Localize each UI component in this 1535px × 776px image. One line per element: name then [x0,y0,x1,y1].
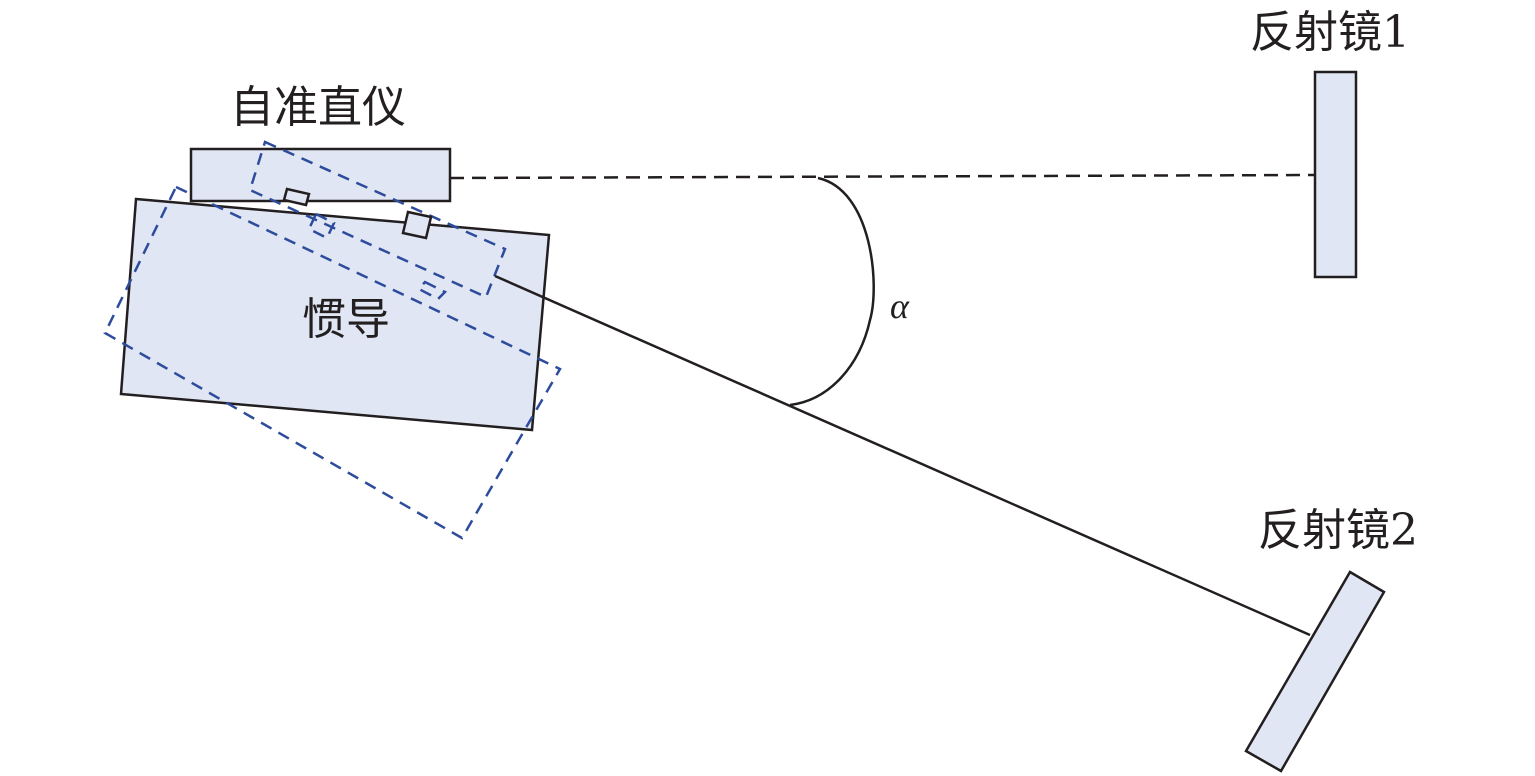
beam-to-mirror1 [449,173,1316,180]
mirror1 [1313,70,1358,279]
angle-arc [789,176,875,407]
angle-label: α [890,286,910,326]
autocollimator-label: 自准直仪 [230,82,406,133]
mirror2 [1244,570,1386,773]
mount-tab-autocollimator [282,187,311,207]
autocollimator-rotated-outline [248,140,507,299]
ins-label: 惯导 [302,294,390,345]
mirror1-label: 反射镜1 [1250,7,1410,58]
beam-to-mirror2 [494,274,1311,637]
mount-tab-ins [401,210,433,240]
autocollimator-body [189,147,452,203]
mirror2-label: 反射镜2 [1258,505,1418,556]
mount-tab-dashed-1 [307,212,336,240]
ins-rotated-outline [103,185,562,540]
